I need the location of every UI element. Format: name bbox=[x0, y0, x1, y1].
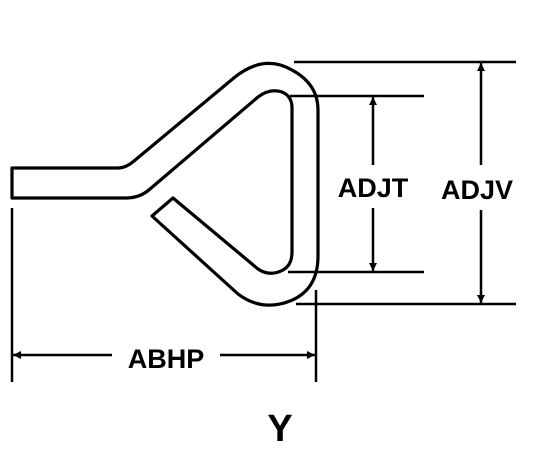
adjt-label: ADJT bbox=[338, 173, 409, 203]
view-label: Y bbox=[267, 408, 292, 450]
bent-wire-part bbox=[10, 61, 320, 307]
adjv-label: ADJV bbox=[441, 175, 513, 205]
abhp-label: ABHP bbox=[128, 344, 205, 374]
wire-outer-outline bbox=[10, 61, 320, 307]
